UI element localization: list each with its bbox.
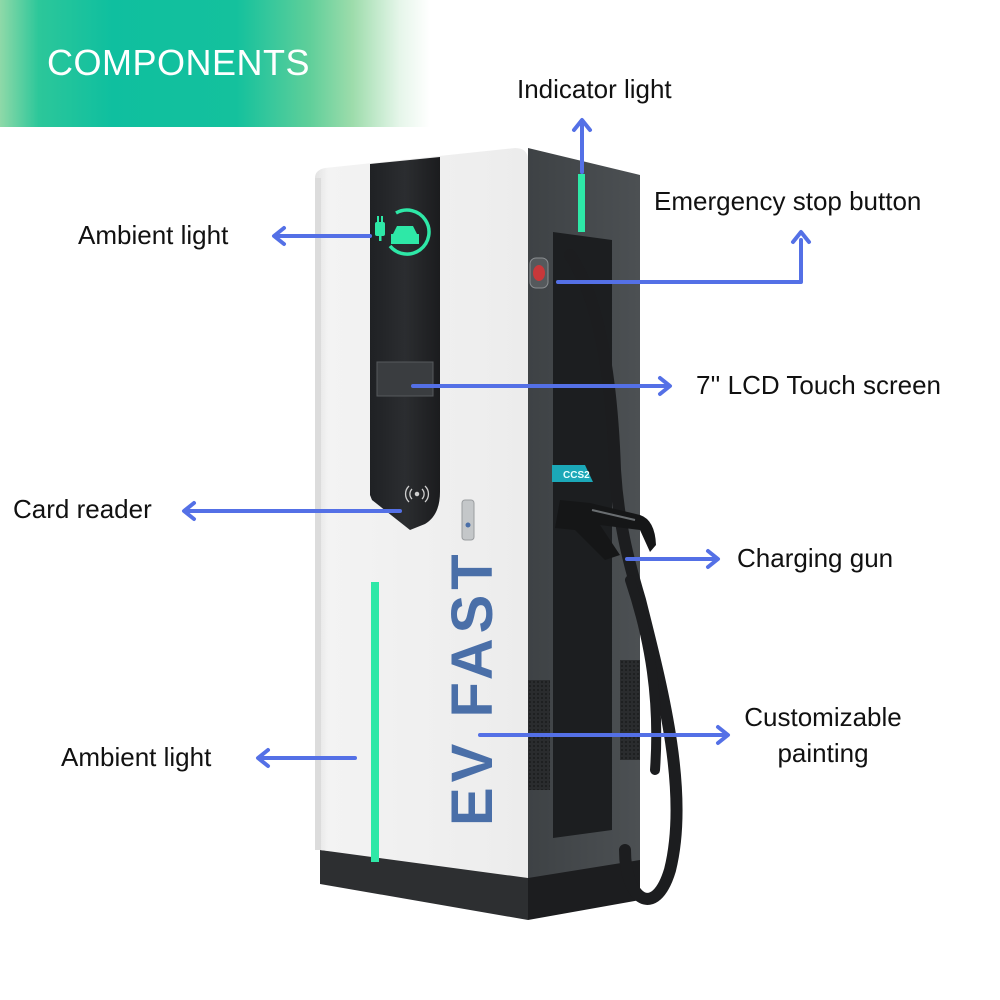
annotation-arrows — [182, 118, 811, 768]
label-lcd-touch-screen: 7'' LCD Touch screen — [696, 370, 942, 400]
label-ambient-light-bottom: Ambient light — [61, 742, 212, 772]
label-ambient-light-top: Ambient light — [78, 220, 229, 250]
label-card-reader: Card reader — [13, 494, 152, 524]
ambient-light-logo — [375, 208, 431, 256]
page-title: COMPONENTS — [47, 42, 311, 83]
door-handle — [461, 499, 475, 541]
label-customizable-painting-line1: Customizable — [744, 702, 902, 732]
nfc-icon — [404, 485, 430, 503]
title-banner: COMPONENTS — [0, 0, 430, 127]
charging-gun — [555, 500, 656, 560]
indicator-light — [578, 174, 585, 232]
dark-facia — [370, 157, 440, 530]
label-customizable-painting: Customizable painting — [734, 702, 912, 769]
vent-grille-right — [620, 660, 640, 760]
arrow-emergency-stop — [556, 238, 803, 284]
ambient-light-bar — [371, 582, 379, 862]
lcd-screen — [376, 361, 434, 397]
label-emergency-stop-button: Emergency stop button — [654, 186, 922, 216]
svg-text:CCS2: CCS2 — [563, 470, 590, 481]
label-indicator-light: Indicator light — [517, 74, 672, 104]
emergency-stop-button — [529, 257, 549, 289]
connector-badge: CCS2 — [552, 465, 593, 482]
label-customizable-painting-line2: painting — [777, 737, 869, 768]
label-charging-gun: Charging gun — [737, 543, 894, 573]
brand-text: EV FAST — [440, 549, 505, 826]
